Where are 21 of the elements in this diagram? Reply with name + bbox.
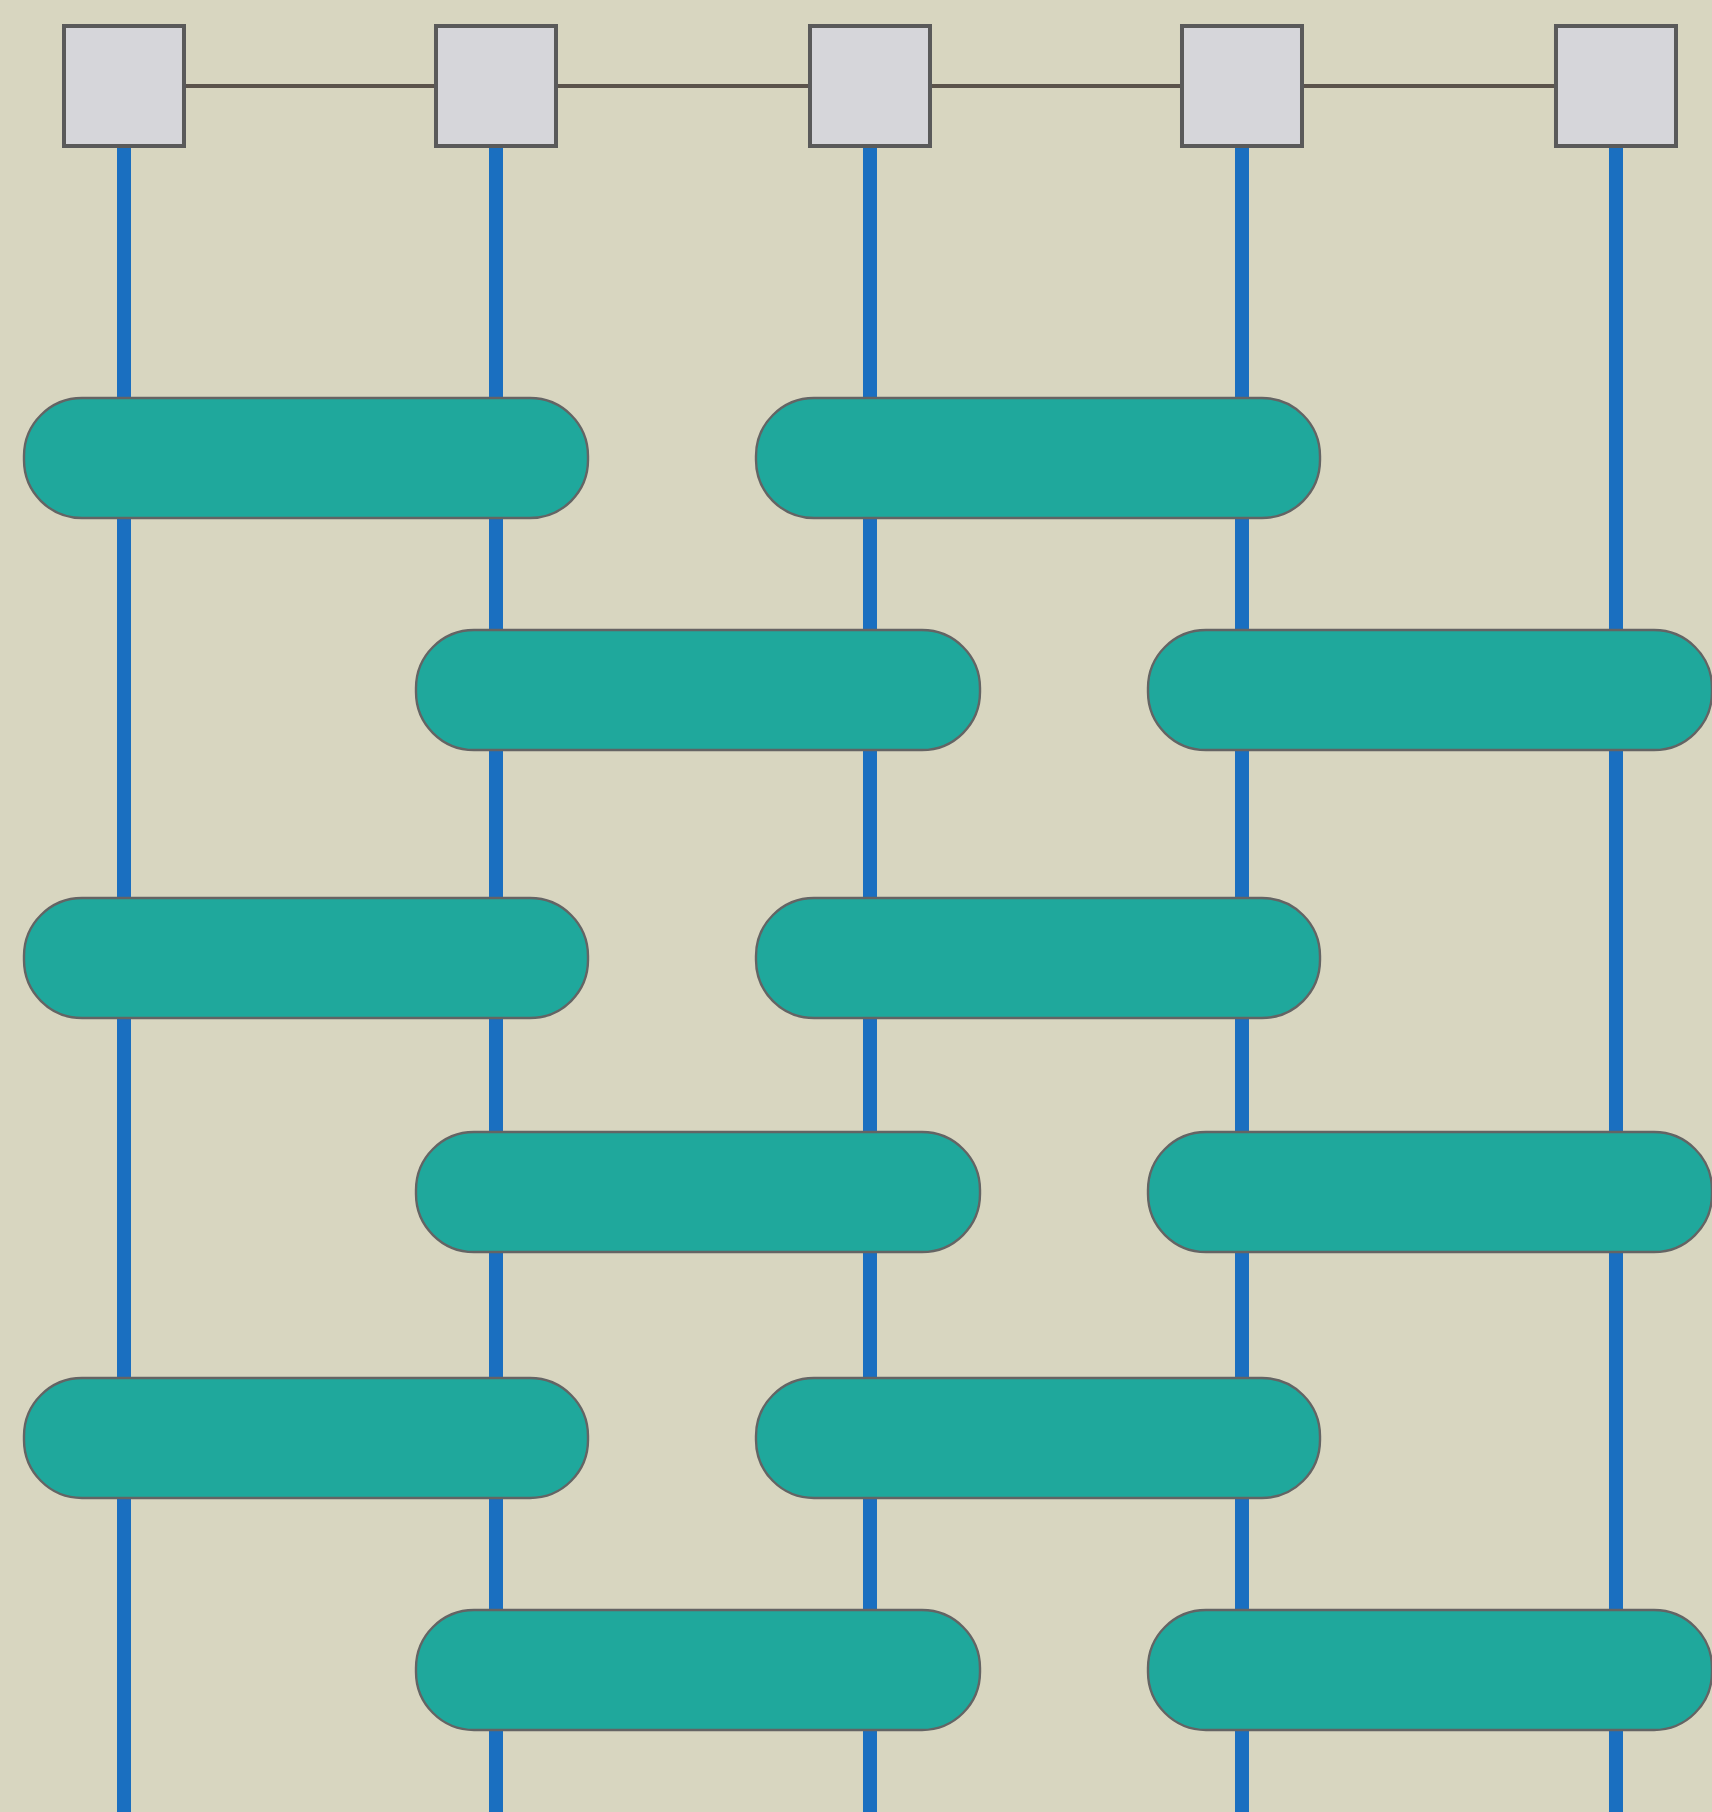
rounded-bar xyxy=(754,896,1322,1020)
square-node xyxy=(434,24,558,148)
rounded-bar xyxy=(1146,1608,1712,1732)
rounded-bar xyxy=(414,628,982,752)
connector-line xyxy=(932,84,1180,88)
square-node xyxy=(808,24,932,148)
rounded-bar xyxy=(414,1608,982,1732)
rounded-bar xyxy=(754,396,1322,520)
square-node xyxy=(62,24,186,148)
rounded-bar xyxy=(22,896,590,1020)
rounded-bar xyxy=(1146,628,1712,752)
connector-line xyxy=(186,84,434,88)
square-node xyxy=(1554,24,1678,148)
rounded-bar xyxy=(754,1376,1322,1500)
rounded-bar xyxy=(414,1130,982,1254)
connector-line xyxy=(1304,84,1554,88)
rounded-bar xyxy=(22,1376,590,1500)
square-node xyxy=(1180,24,1304,148)
rounded-bar xyxy=(22,396,590,520)
rounded-bar xyxy=(1146,1130,1712,1254)
connector-line xyxy=(558,84,808,88)
